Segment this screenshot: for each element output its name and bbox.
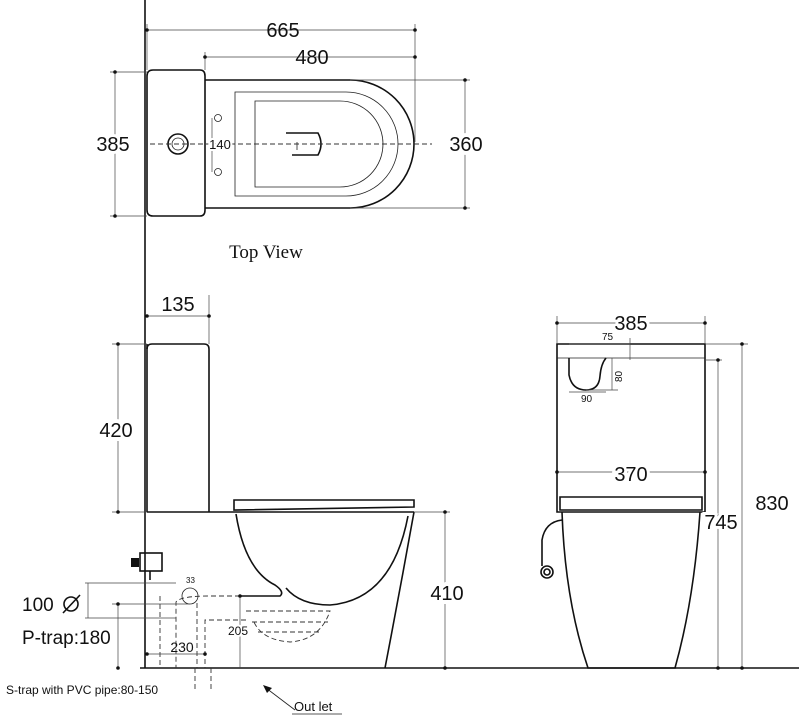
- seat-hole-upper: [214, 114, 222, 122]
- front-view: 385 75 80 90 370 830 745: [540, 310, 792, 670]
- front-view-notch: [568, 357, 607, 391]
- dim-33-label: 33: [186, 576, 195, 585]
- dim-dot: [703, 321, 707, 325]
- dim-front-385-label: 385: [614, 313, 647, 335]
- s-trap-note: S-trap with PVC pipe:80-150: [6, 683, 158, 697]
- dim-dot: [555, 470, 559, 474]
- outlet-label: Out let: [294, 699, 333, 714]
- side-view: 135 420 410 100 P-trap:180 33 230: [6, 294, 468, 715]
- outlet-arrowhead: [263, 685, 272, 693]
- dim-135-label: 135: [161, 294, 194, 316]
- side-view-body: [384, 511, 415, 669]
- dim-dot: [113, 70, 117, 74]
- side-view-trapway: [235, 513, 283, 597]
- dim-385-top-label: 385: [96, 134, 129, 156]
- top-view-caption: Top View: [229, 242, 303, 263]
- front-view-body: [561, 511, 701, 669]
- dim-dot: [443, 666, 447, 670]
- dim-dot: [145, 652, 149, 656]
- outlet-pipe: [159, 596, 198, 668]
- dim-230-label: 230: [170, 639, 194, 655]
- front-view-hose: [541, 519, 563, 566]
- side-view-seat: [233, 499, 415, 511]
- dim-dot: [413, 28, 417, 32]
- dim-370-label: 370: [614, 464, 647, 486]
- dim-410-label: 410: [430, 583, 463, 605]
- dim-dot: [116, 342, 120, 346]
- p-trap-outlet-lower: [204, 619, 246, 668]
- p-trap-outlet: [175, 595, 240, 668]
- outlet-arrow: [265, 687, 296, 711]
- dim-dot: [238, 594, 242, 598]
- dim-dot: [555, 321, 559, 325]
- dim-dot: [116, 510, 120, 514]
- front-view-hose-fitting: [540, 565, 554, 579]
- top-view-bowl-inner: [234, 91, 399, 197]
- dim-dot: [203, 652, 207, 656]
- dim-dot: [740, 342, 744, 346]
- diameter-icon-slash: [62, 594, 81, 614]
- dim-665-label: 665: [266, 20, 299, 42]
- dim-420-label: 420: [99, 420, 132, 442]
- dim-dot: [740, 666, 744, 670]
- front-view-hose-fitting-inner: [543, 568, 551, 576]
- seat-hole-lower: [214, 168, 222, 176]
- front-view-tank: [556, 343, 706, 513]
- dim-dot: [145, 28, 149, 32]
- dim-dot: [113, 214, 117, 218]
- dim-dot: [463, 78, 467, 82]
- side-view-bowl-inner: [285, 515, 409, 606]
- dim-dot: [413, 55, 417, 59]
- dim-205-label: 205: [228, 624, 248, 638]
- dim-480-label: 480: [295, 47, 328, 69]
- dim-80-label: 80: [614, 370, 625, 382]
- top-view-bowl-outer: [205, 79, 415, 209]
- dim-dot: [207, 314, 211, 318]
- dim-dot: [116, 666, 120, 670]
- dim-dot: [716, 666, 720, 670]
- dim-dot: [716, 358, 720, 362]
- top-view-bowl-rim: [254, 100, 384, 188]
- dim-140-label: 140: [209, 137, 231, 152]
- dim-dot: [463, 206, 467, 210]
- valve-handle: [131, 558, 139, 567]
- dim-100-label: 100: [22, 595, 54, 616]
- water-surface: [246, 610, 331, 643]
- top-view: 665 480 385 360 140 Top View: [93, 20, 486, 263]
- diameter-icon: [63, 596, 79, 612]
- dim-p-trap-label: P-trap:180: [22, 628, 111, 649]
- dim-dot: [145, 314, 149, 318]
- valve-icon: [139, 552, 163, 572]
- dim-830-label: 830: [755, 493, 788, 515]
- front-view-lid: [559, 496, 703, 511]
- dim-75-label: 75: [602, 332, 614, 343]
- dim-dot: [703, 470, 707, 474]
- dim-dot: [203, 55, 207, 59]
- dim-dot: [443, 510, 447, 514]
- top-view-tank: [146, 69, 206, 217]
- dim-90-label: 90: [581, 394, 593, 405]
- dim-dot: [116, 602, 120, 606]
- dim-745-label: 745: [704, 512, 737, 534]
- side-view-tank: [146, 343, 210, 512]
- dim-360-label: 360: [449, 134, 482, 156]
